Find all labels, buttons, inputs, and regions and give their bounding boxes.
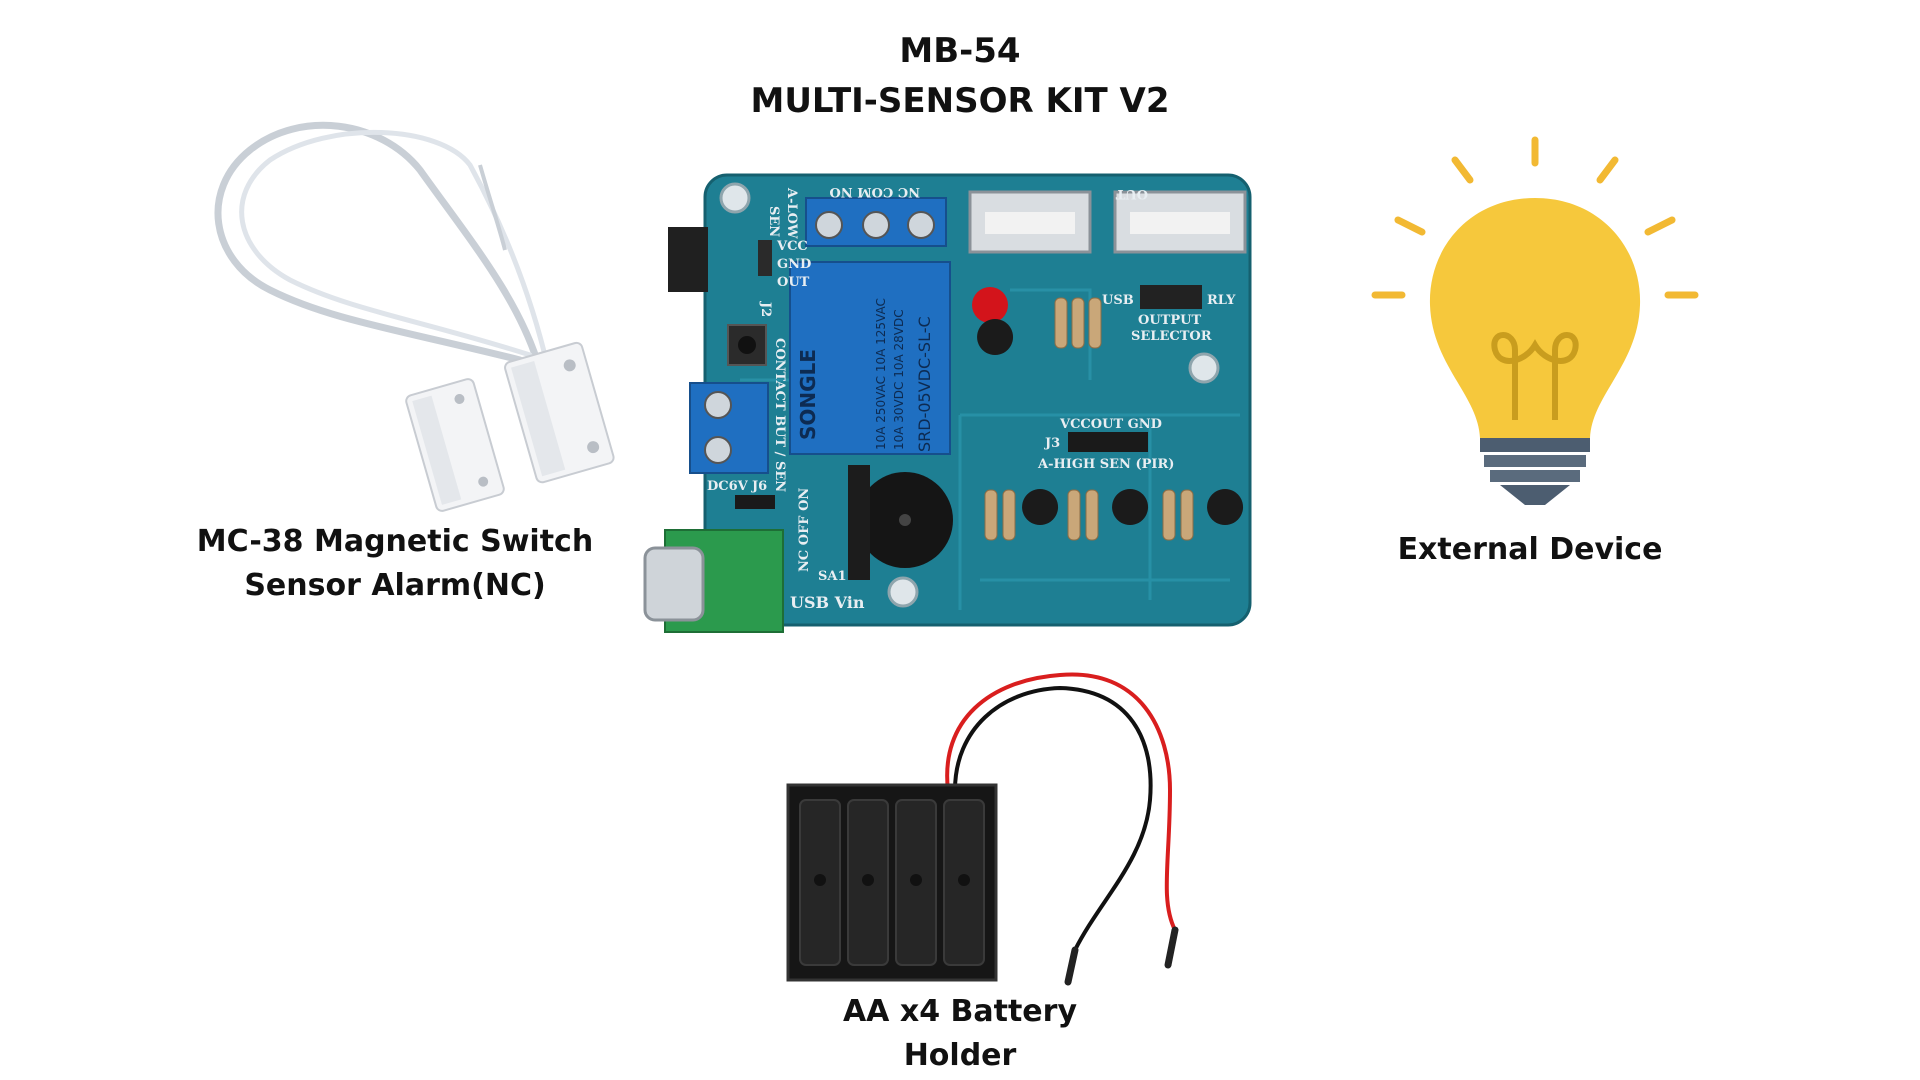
battery-caption-line1: AA x4 Battery (842, 994, 1078, 1029)
black-wire (953, 685, 1153, 951)
label-a-high: A-HIGH SEN (PIR) (1037, 457, 1174, 472)
label-out: OUT (777, 275, 810, 290)
sensor-caption: MC-38 Magnetic Switch Sensor Alarm(NC) (160, 520, 630, 608)
label-j6: J6 (751, 479, 767, 494)
label-switch: NC OFF ON (797, 488, 812, 572)
label-a-low: A-LOW (784, 187, 799, 239)
label-contact: CONTACT BUT / SEN (772, 338, 787, 492)
device-caption: External Device (1397, 532, 1663, 567)
battery-holder-icon (786, 672, 1179, 986)
sensor-header (668, 227, 708, 292)
relay-brand: SONGLE (796, 349, 820, 440)
relay-model: SRD-05VDC-SL-C (915, 316, 934, 452)
battery-caption: AA x4 Battery Holder (810, 990, 1110, 1078)
mb54-pcb-board: SEN A-LOW VCC GND OUT NC COM NO OUT USB … (643, 173, 1252, 633)
relay-rating-1: 10A 250VAC 10A 125VAC (874, 298, 888, 450)
bulb-filament (1491, 332, 1579, 420)
label-vcc: VCC (776, 239, 808, 254)
sensor-caption-line2: Sensor Alarm(NC) (244, 568, 546, 603)
power-slide-switch (848, 465, 870, 580)
label-j3-pins: VCCOUT GND (1059, 417, 1162, 432)
label-j2: J2 (758, 301, 773, 317)
label-dc6v: DC6V (707, 479, 749, 494)
output-selector-jumper (1140, 285, 1202, 309)
title-model: MB-54 (899, 31, 1021, 71)
red-led (972, 287, 1008, 323)
title-product: MULTI-SENSOR KIT V2 (750, 81, 1170, 121)
label-usb-vin: USB Vin (790, 593, 865, 612)
label-gnd: GND (777, 257, 811, 272)
red-wire (945, 672, 1177, 931)
relay-rating-2: 10A 30VDC 10A 28VDC (892, 309, 906, 450)
label-sa1: SA1 (818, 569, 847, 584)
magnetic-switch-sensor-icon (214, 121, 615, 512)
battery-caption-line2: Holder (903, 1038, 1017, 1073)
label-sen: SEN (766, 206, 781, 237)
relay-module (789, 261, 951, 455)
label-rly: RLY (1207, 293, 1236, 308)
light-rays (1371, 136, 1699, 299)
light-bulb-icon (1371, 136, 1699, 505)
label-usb-out: OUT (1115, 186, 1148, 201)
label-output: OUTPUT (1138, 313, 1201, 328)
bulb-glass (1429, 198, 1641, 438)
j3-header (1068, 432, 1148, 452)
sensor-caption-line1: MC-38 Magnetic Switch (196, 524, 594, 559)
label-usb: USB (1102, 293, 1134, 308)
label-selector: SELECTOR (1131, 329, 1212, 344)
diagram-title: MB-54 MULTI-SENSOR KIT V2 (660, 26, 1260, 126)
label-j3: J3 (1044, 436, 1060, 451)
label-relay-terms: NC COM NO (829, 184, 920, 199)
